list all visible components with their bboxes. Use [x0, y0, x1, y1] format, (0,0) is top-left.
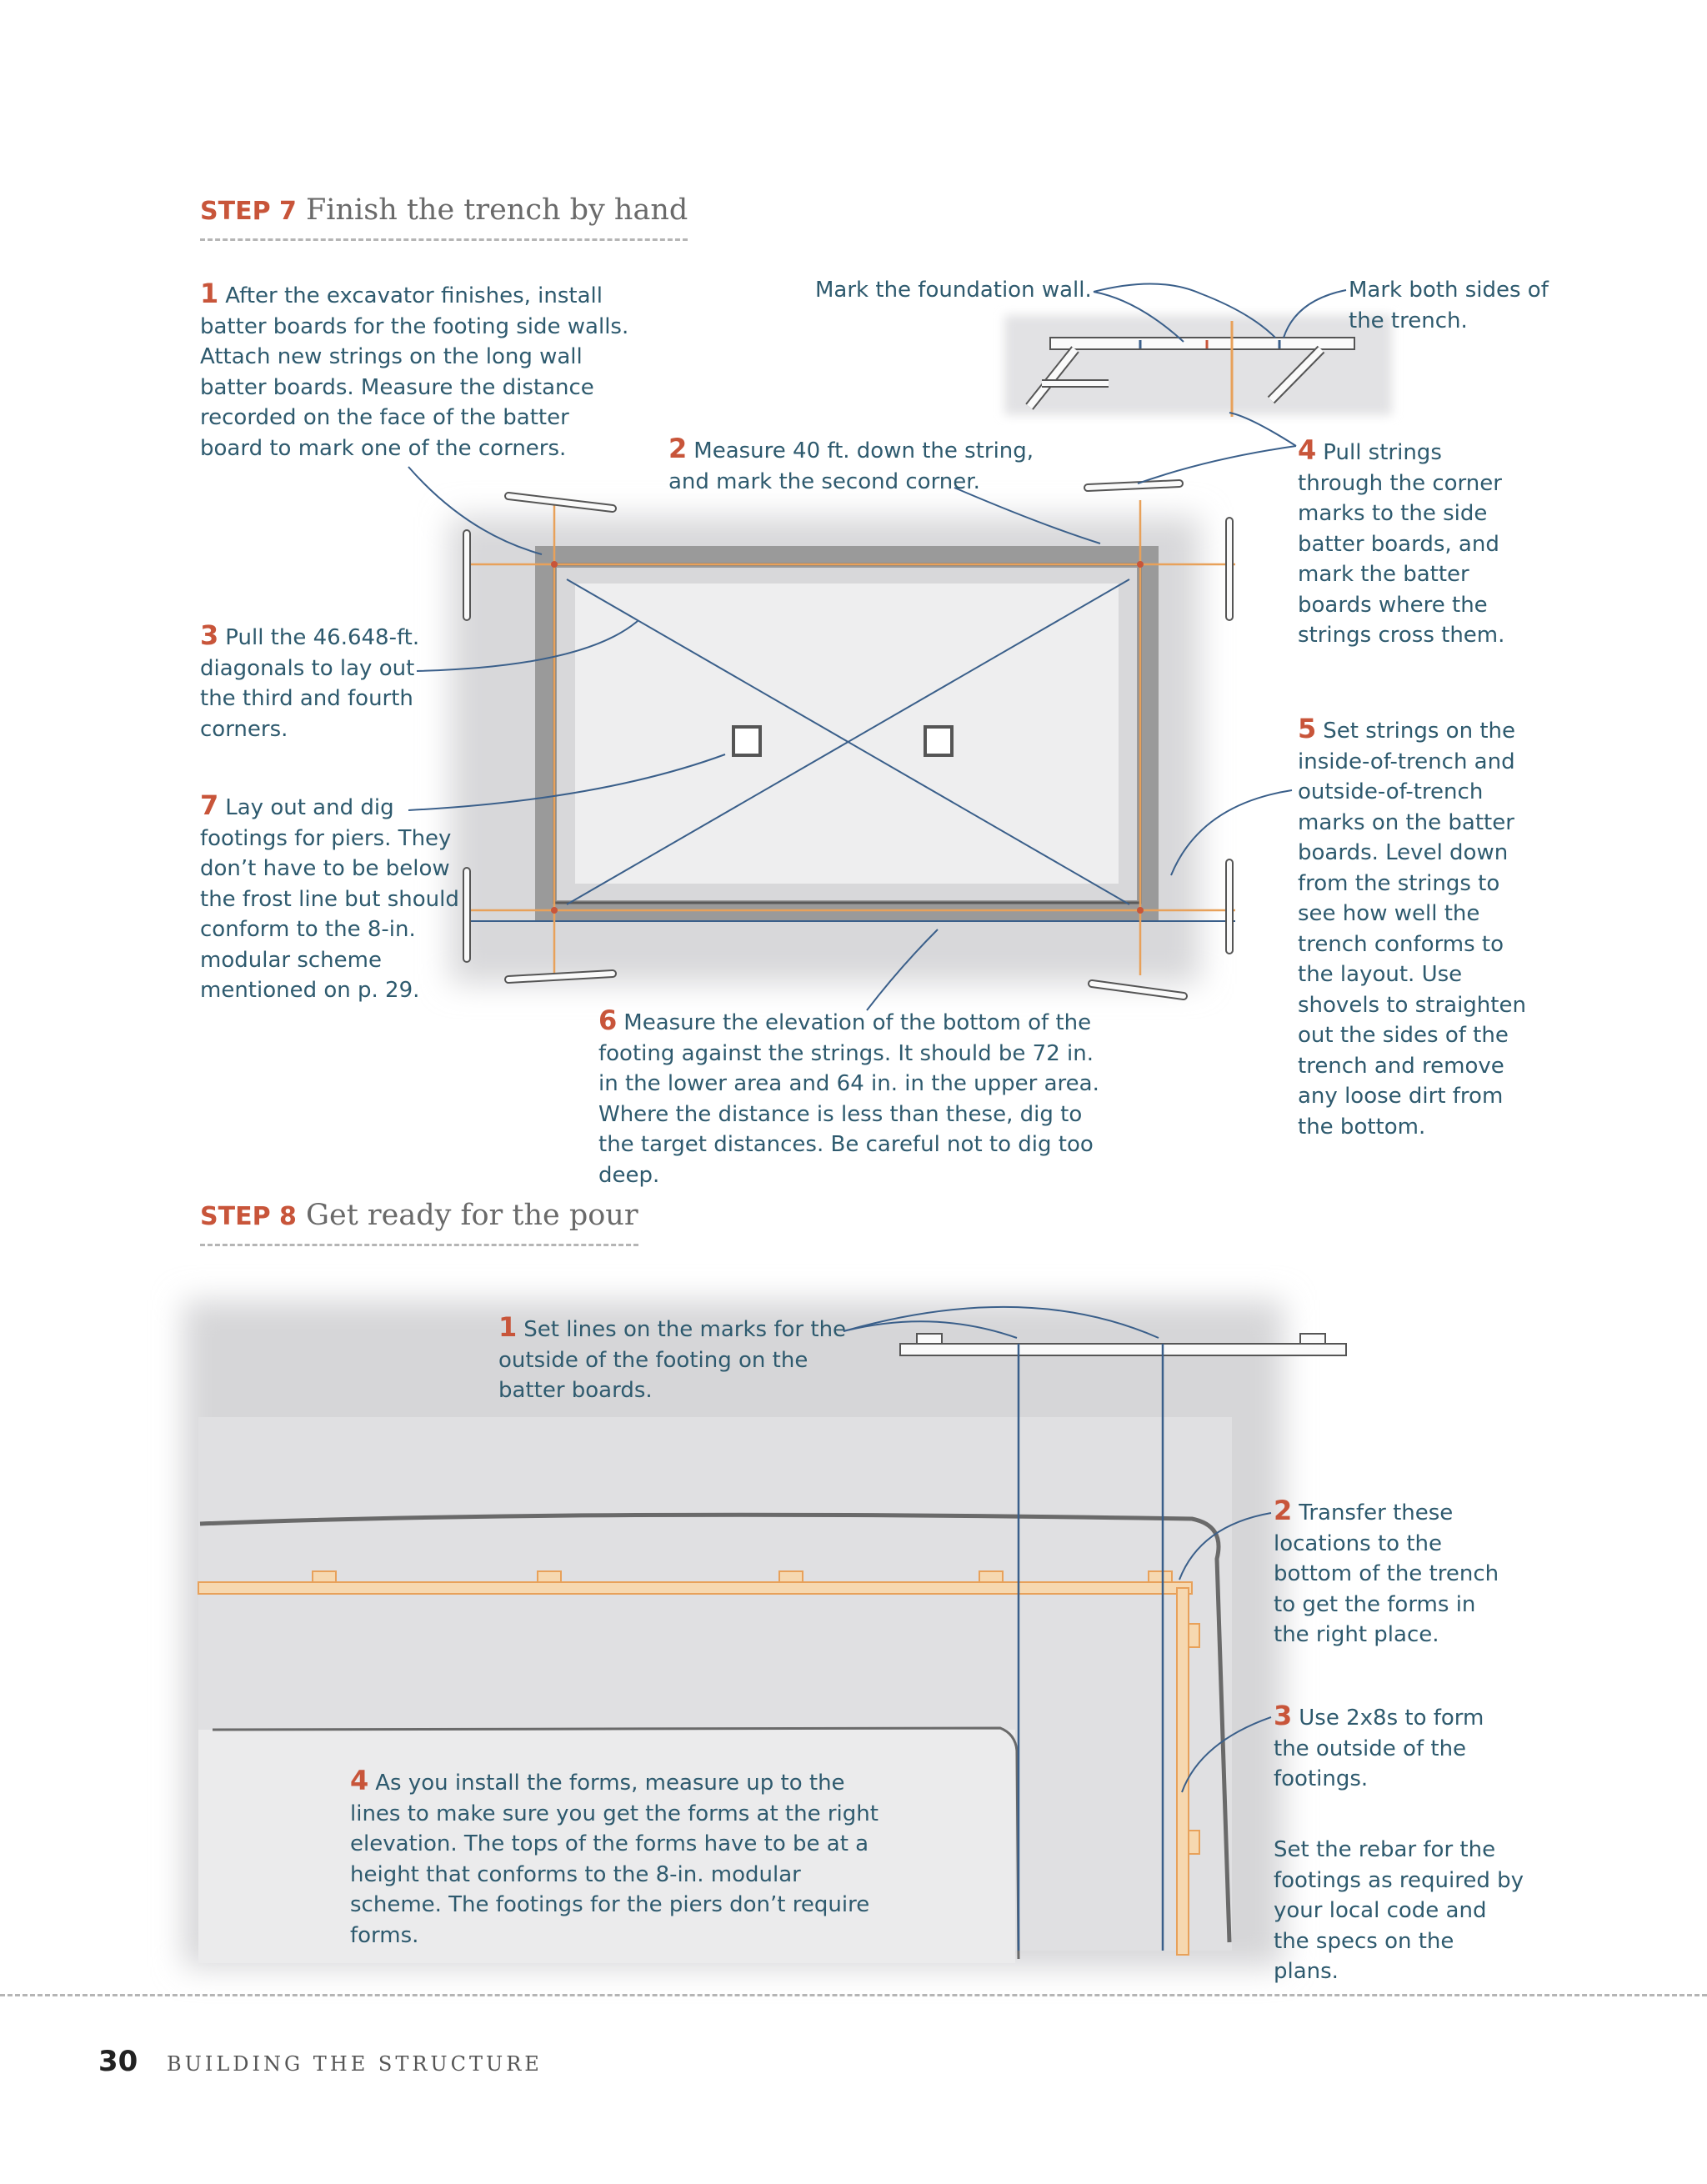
- callout-text: Set strings on the inside-of-trench and …: [1298, 719, 1526, 1140]
- callout-number: 2: [668, 433, 688, 464]
- callout-number: 4: [350, 1765, 369, 1796]
- callout-number: 3: [1274, 1700, 1293, 1731]
- step7-label: STEP 7: [200, 197, 297, 226]
- step8-note-rebar: Set the rebar for the footings as requir…: [1274, 1835, 1524, 1987]
- step8-title: Get ready for the pour: [306, 1199, 638, 1232]
- callout-text: Pull the 46.648-ft. diagonals to lay out…: [200, 625, 420, 742]
- page-number: 30: [98, 2045, 138, 2078]
- callout-text: As you install the forms, measure up to …: [350, 1771, 879, 1948]
- step8-leaders: [843, 1305, 1272, 1793]
- step7-heading: STEP 7 Finish the trench by hand: [200, 193, 688, 241]
- callout-number: 6: [598, 1004, 618, 1036]
- footer-divider: [0, 1994, 1707, 1996]
- callout-number: 2: [1274, 1495, 1293, 1526]
- step8-label: STEP 8: [200, 1202, 297, 1231]
- callout-number: 4: [1298, 434, 1317, 466]
- step7-title: Finish the trench by hand: [306, 193, 688, 227]
- callout-number: 3: [200, 619, 219, 651]
- callout-number: 7: [200, 789, 219, 821]
- callout-text: Set the rebar for the footings as requir…: [1274, 1837, 1524, 1984]
- batter-board-detail: [1004, 315, 1392, 417]
- step7-leaders: [408, 283, 1347, 1011]
- callout-text: Pull strings through the corner marks to…: [1298, 440, 1505, 648]
- running-footer-section: BUILDING THE STRUCTURE: [167, 2052, 543, 2076]
- callout-text: Lay out and dig footings for piers. They…: [200, 795, 459, 1003]
- callout-number: 5: [1298, 713, 1317, 744]
- callout-text: Set lines on the marks for the outside o…: [498, 1317, 847, 1403]
- step8-heading: STEP 8 Get ready for the pour: [200, 1199, 638, 1246]
- form-corner-illustration: [183, 1300, 1347, 1967]
- callout-text: Transfer these locations to the bottom o…: [1274, 1500, 1499, 1647]
- trench-plan: [450, 479, 1235, 1000]
- callout-text: Measure 40 ft. down the string, and mark…: [668, 438, 1034, 494]
- callout-text: Mark both sides of the trench.: [1349, 278, 1549, 333]
- callout-text: Measure the elevation of the bottom of t…: [598, 1010, 1099, 1188]
- callout-number: 1: [498, 1311, 518, 1343]
- callout-text: Mark the foundation wall.: [815, 278, 1092, 303]
- callout-number: 1: [200, 278, 219, 309]
- callout-text: After the excavator finishes, install ba…: [200, 283, 629, 461]
- step7-note-foundation: Mark the foundation wall.: [815, 275, 1107, 306]
- step7-note-sides: Mark both sides of the trench.: [1349, 275, 1549, 336]
- callout-text: Use 2x8s to form the outside of the foot…: [1274, 1706, 1484, 1791]
